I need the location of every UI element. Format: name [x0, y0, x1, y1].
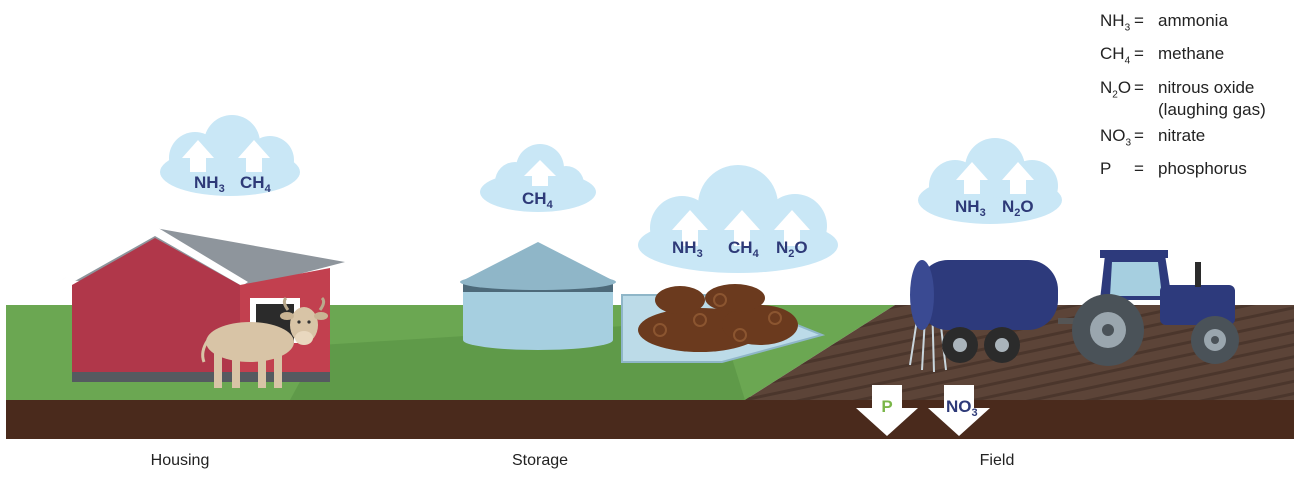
manure-ch4-label: CH4 [728, 238, 760, 260]
tractor [1072, 250, 1239, 366]
phosphorus-label: P [881, 397, 892, 416]
silo-ch4-label: CH4 [522, 189, 554, 211]
legend-item-nitrous-oxide: N2O = nitrous oxide (laughing gas) [1100, 77, 1266, 119]
silo-roof [460, 242, 616, 282]
nitrate-arrow [928, 385, 990, 436]
silo-emission-cloud: CH4 [480, 144, 596, 212]
field-n2o-label: N2O [1002, 197, 1034, 219]
stage-label-housing: Housing [150, 452, 210, 469]
legend-item-phosphorus: P = phosphorus [1100, 159, 1247, 179]
field-emission-cloud: NH3 N2O [918, 138, 1062, 224]
tanker-spreader [909, 299, 947, 373]
housing-nh3-label: NH3 [194, 173, 225, 195]
legend-item-methane: CH4 = methane [1100, 44, 1225, 67]
legend: NH3 = ammonia CH4 = methane N2O = nitrou… [1100, 10, 1266, 184]
housing-ch4-label: CH4 [240, 173, 272, 195]
manure-pile [621, 284, 826, 363]
cow-body [206, 322, 294, 362]
leaching-arrows: P NO3 [856, 385, 990, 436]
soil-layer [6, 397, 1294, 439]
ploughed-field [745, 305, 1294, 400]
manure-emission-cloud: NH3 CH4 N2O [638, 165, 838, 273]
silo-base [463, 330, 613, 350]
manure-n2o-label: N2O [776, 238, 808, 260]
stage-label-storage: Storage [511, 452, 569, 469]
slurry-tanker [909, 260, 1088, 373]
storage-silo [460, 242, 616, 350]
legend-item-nitrate: NO3 = nitrate [1100, 125, 1206, 149]
barn-foundation [72, 372, 330, 382]
stage-label-field: Field [979, 452, 1015, 469]
tanker-barrel [918, 260, 1058, 330]
nitrate-label: NO3 [946, 397, 978, 419]
tractor-hood [1160, 285, 1235, 325]
manure-nh3-label: NH3 [672, 238, 703, 260]
cow [201, 296, 328, 388]
housing-emission-cloud: NH3 CH4 [160, 115, 300, 196]
field-nh3-label: NH3 [955, 197, 986, 219]
legend-item-ammonia: NH3 = ammonia [1100, 11, 1228, 34]
phosphorus-arrow [856, 385, 918, 436]
barn-front [72, 238, 240, 380]
